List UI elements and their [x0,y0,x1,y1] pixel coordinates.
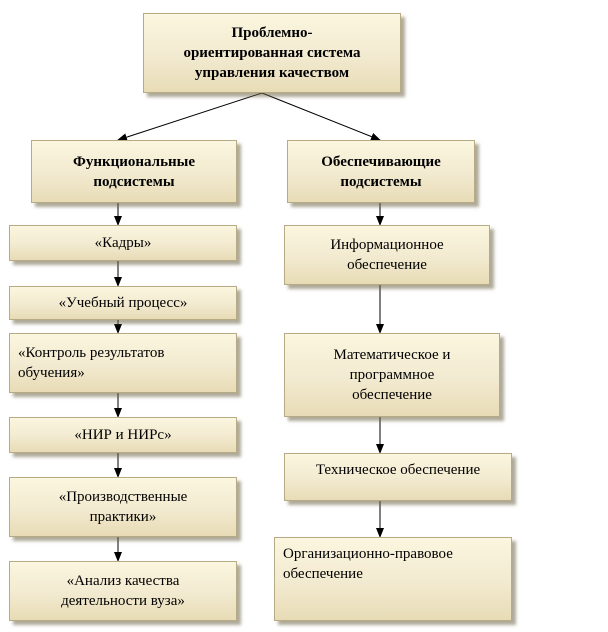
arrow-root-to-supporting [261,92,381,141]
root-box: Проблемно- ориентированная система управ… [143,13,401,93]
functional-item-research: «НИР и НИРс» [9,417,237,453]
supporting-item-label: Информационное обеспечение [330,237,444,273]
functional-item-label: «Производственные практики» [58,489,188,525]
functional-item-learning-control: «Контроль результатов обучения» [9,333,237,393]
supporting-item-legal: Организационно-правовое обеспечение [274,537,512,621]
root-label: Проблемно- ориентированная система управ… [183,25,361,81]
arrow-root-to-functional [117,92,263,142]
functional-item-label: «Кадры» [94,235,152,251]
functional-item-label: «Учебный процесс» [58,295,188,311]
supporting-subsystems-box: Обеспечивающие подсистемы [287,140,475,203]
supporting-item-information: Информационное обеспечение [284,225,490,285]
supporting-subsystems-label: Обеспечивающие подсистемы [321,153,441,190]
functional-item-quality-analysis: «Анализ качества деятельности вуза» [9,561,237,621]
functional-item-label: «Контроль результатов обучения» [18,345,165,381]
supporting-item-label: Организационно-правовое обеспечение [283,546,453,582]
functional-item-educational-process: «Учебный процесс» [9,286,237,320]
supporting-item-label: Техническое обеспечение [315,462,481,478]
functional-item-label: «НИР и НИРс» [74,427,172,443]
functional-item-cadres: «Кадры» [9,225,237,261]
functional-item-practices: «Производственные практики» [9,477,237,537]
functional-item-label: «Анализ качества деятельности вуза» [61,573,185,609]
supporting-item-label: Математическое и программное обеспечение [333,347,451,403]
functional-subsystems-label: Функциональные подсистемы [72,153,196,190]
functional-subsystems-box: Функциональные подсистемы [31,140,237,203]
supporting-item-technical: Техническое обеспечение [284,453,512,501]
supporting-item-math-software: Математическое и программное обеспечение [284,333,500,417]
